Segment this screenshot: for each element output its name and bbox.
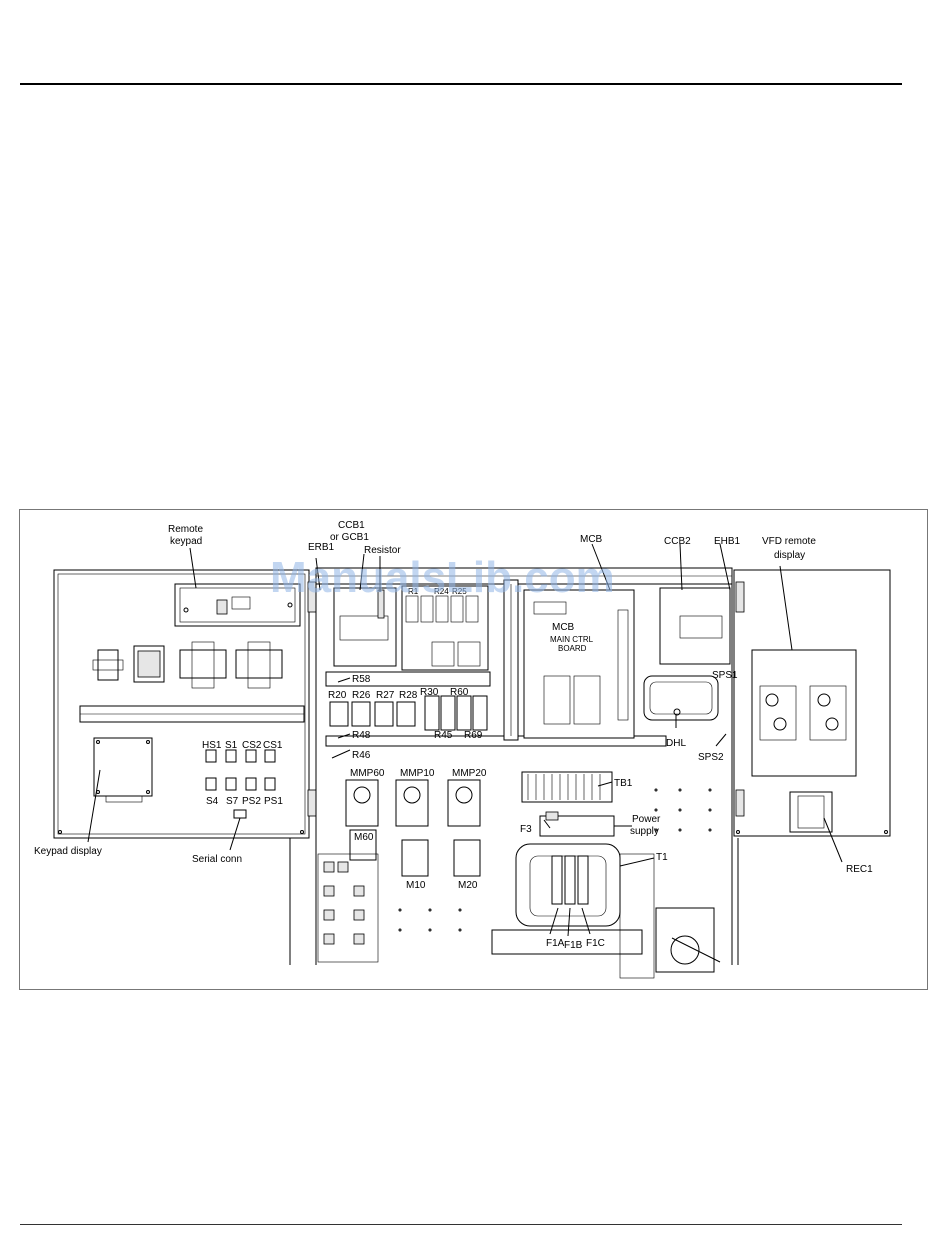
label-m20: M20 <box>458 880 478 891</box>
label-ps2: PS2 <box>242 796 261 807</box>
label-r25: R25 <box>452 587 467 596</box>
label-f1a: F1A <box>546 938 565 949</box>
label-power: Power <box>632 814 661 825</box>
label-serial-conn: Serial conn <box>192 854 242 865</box>
label-supply: supply <box>630 826 659 837</box>
label-r45: R45 <box>434 730 453 741</box>
label-ccb1-or-gcb1: or GCB1 <box>330 532 369 543</box>
label-r28: R28 <box>399 690 418 701</box>
label-mmp20: MMP20 <box>452 768 487 779</box>
label-ccb2: CCB2 <box>664 536 691 547</box>
label-r27: R27 <box>376 690 395 701</box>
label-cs1: CS1 <box>263 740 283 751</box>
right-door-panel <box>733 569 891 837</box>
label-remote-keypad-2: keypad <box>170 536 202 547</box>
label-s7: S7 <box>226 796 239 807</box>
label-f3: F3 <box>520 824 532 835</box>
door-transformers <box>92 641 283 689</box>
label-keypad-display: Keypad display <box>34 846 102 857</box>
label-ccb1: CCB1 <box>338 520 365 531</box>
center-cabinet <box>315 567 739 979</box>
control-panel-diagram: Remote keypad CCB1 or GCB1 ERB1 Resistor… <box>34 520 891 979</box>
label-m60: M60 <box>354 832 374 843</box>
label-resistor: Resistor <box>364 545 401 556</box>
label-r26: R26 <box>352 690 371 701</box>
label-vfd-display: display <box>774 550 805 561</box>
label-vfd-remote: VFD remote <box>762 536 816 547</box>
label-r20: R20 <box>328 690 347 701</box>
label-cs2: CS2 <box>242 740 262 751</box>
right-hinge-top <box>735 581 745 613</box>
lower-components <box>317 853 379 963</box>
door-switches <box>205 749 276 791</box>
label-m10: M10 <box>406 880 426 891</box>
board-main-ctrl: MAIN CTRL <box>550 635 594 644</box>
relay-row <box>329 695 488 731</box>
label-mmp60: MMP60 <box>350 768 385 779</box>
right-hinge-bottom <box>735 789 745 817</box>
label-mcb: MCB <box>580 534 603 545</box>
label-r60: R60 <box>450 687 469 698</box>
label-r30: R30 <box>420 687 439 698</box>
label-f1b: F1B <box>564 940 583 951</box>
label-r1: R1 <box>408 587 419 596</box>
label-sps1: SPS1 <box>712 670 738 681</box>
label-sps2: SPS2 <box>698 752 724 763</box>
header-rule <box>20 83 902 85</box>
label-r24: R24 <box>434 587 449 596</box>
leader-lines <box>87 543 843 937</box>
board-mcb: MCB <box>552 622 575 633</box>
label-tb1: TB1 <box>614 778 633 789</box>
label-r69: R69 <box>464 730 483 741</box>
label-ps1: PS1 <box>264 796 283 807</box>
label-erb1: ERB1 <box>308 542 335 553</box>
label-s1: S1 <box>225 740 238 751</box>
label-r48: R48 <box>352 730 371 741</box>
mounting-holes <box>398 788 712 932</box>
motor-protectors <box>345 779 481 827</box>
label-r58: R58 <box>352 674 371 685</box>
label-dhl: DHL <box>666 738 686 749</box>
label-mmp10: MMP10 <box>400 768 435 779</box>
footer-rule <box>20 1224 902 1225</box>
label-s4: S4 <box>206 796 219 807</box>
label-ehb1: EHB1 <box>714 536 741 547</box>
label-rec1: REC1 <box>846 864 873 875</box>
tb1-terminals <box>527 774 601 800</box>
label-remote-keypad-1: Remote <box>168 524 203 535</box>
board-board: BOARD <box>558 644 587 653</box>
relay-bank-top <box>405 595 479 623</box>
label-r46: R46 <box>352 750 371 761</box>
hinge-bottom <box>307 789 317 817</box>
control-panel-figure: Remote keypad CCB1 or GCB1 ERB1 Resistor… <box>19 509 928 990</box>
label-hs1: HS1 <box>202 740 222 751</box>
label-f1c: F1C <box>586 938 605 949</box>
label-t1: T1 <box>656 852 668 863</box>
watermark: ManualsLib.com <box>270 553 615 602</box>
